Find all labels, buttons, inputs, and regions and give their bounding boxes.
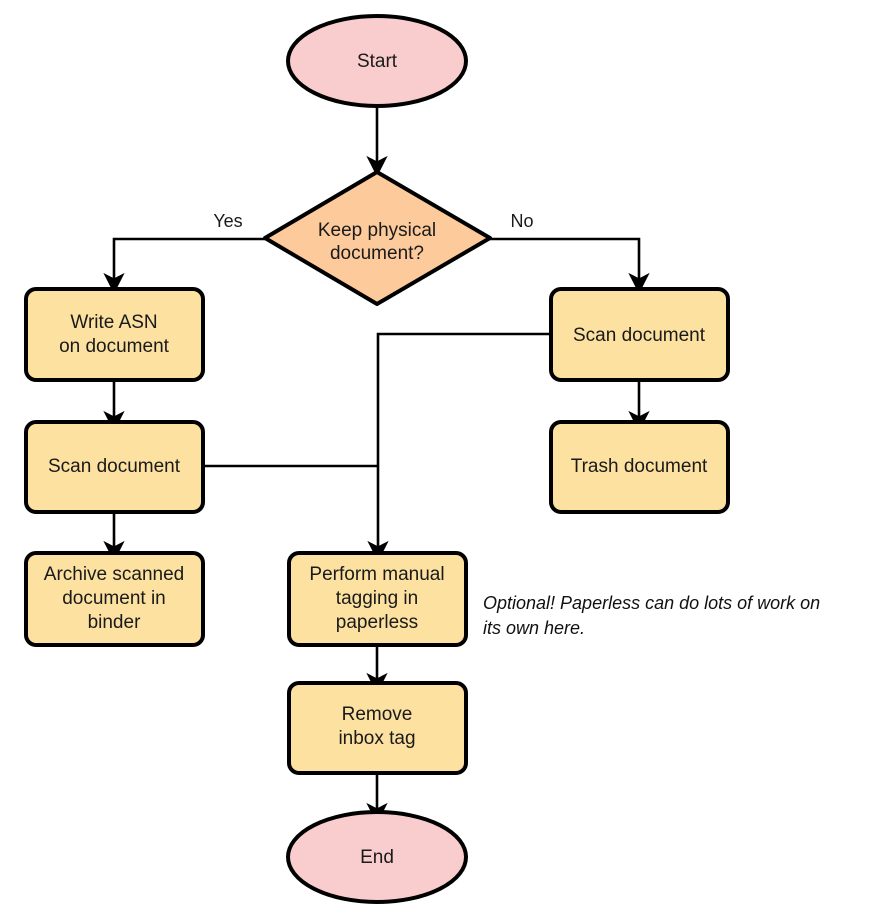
node-perform-manual-tagging[interactable]: Perform manual tagging in paperless — [287, 551, 468, 647]
trash-box-shape — [549, 420, 730, 514]
node-trash-document[interactable]: Trash document — [549, 420, 730, 514]
tagging-label-line1: Perform manual — [309, 564, 444, 585]
edge-scan-right-to-tagging — [367, 332, 552, 562]
write-asn-label-line2: on document — [59, 336, 170, 357]
write-asn-box-shape — [24, 287, 205, 382]
scan-right-label: Scan document — [573, 325, 706, 346]
node-write-asn-on-document[interactable]: Write ASN on document — [24, 287, 205, 382]
scan-left-box-shape — [24, 420, 205, 514]
node-scan-document-right[interactable]: Scan document — [549, 287, 730, 382]
archive-label-line2: document in — [62, 588, 166, 609]
write-asn-label-line1: Write ASN — [70, 312, 157, 333]
optional-note: Optional! Paperless can do lots of work … — [483, 593, 820, 638]
archive-label-line1: Archive scanned — [44, 564, 184, 585]
tagging-box-shape — [287, 551, 468, 647]
tagging-label-line2: tagging in — [336, 588, 418, 609]
end-ellipse-shape — [286, 810, 468, 904]
optional-note-line2: its own here. — [483, 618, 585, 638]
node-decision-keep-physical-document[interactable]: Keep physical document? — [263, 170, 492, 306]
remove-inbox-box-shape — [287, 681, 468, 775]
node-start[interactable]: Start — [286, 14, 468, 108]
scan-right-box-shape — [549, 287, 730, 382]
start-ellipse-shape — [286, 14, 468, 108]
connector-layer — [103, 104, 650, 824]
archive-box-shape — [24, 551, 205, 647]
end-label: End — [360, 847, 394, 868]
node-end[interactable]: End — [286, 810, 468, 904]
node-scan-document-left[interactable]: Scan document — [24, 420, 205, 514]
tagging-label-line3: paperless — [336, 612, 418, 633]
node-remove-inbox-tag[interactable]: Remove inbox tag — [287, 681, 468, 775]
remove-inbox-label-line1: Remove — [342, 704, 413, 725]
edge-label-yes: Yes — [213, 211, 242, 231]
optional-note-line1: Optional! Paperless can do lots of work … — [483, 593, 820, 613]
trash-label: Trash document — [571, 456, 708, 477]
edge-label-no: No — [510, 211, 533, 231]
archive-label-line3: binder — [88, 612, 141, 633]
start-label: Start — [357, 51, 398, 72]
decision-label-line1: Keep physical — [318, 220, 436, 241]
decision-diamond-shape — [263, 170, 492, 306]
node-archive-scanned-document[interactable]: Archive scanned document in binder — [24, 551, 205, 647]
remove-inbox-label-line2: inbox tag — [338, 728, 415, 749]
scan-left-label: Scan document — [48, 456, 181, 477]
decision-label-line2: document? — [330, 243, 424, 264]
edge-decision-no-to-scan-right — [490, 237, 650, 294]
edge-decision-yes-to-write-asn — [103, 237, 265, 294]
